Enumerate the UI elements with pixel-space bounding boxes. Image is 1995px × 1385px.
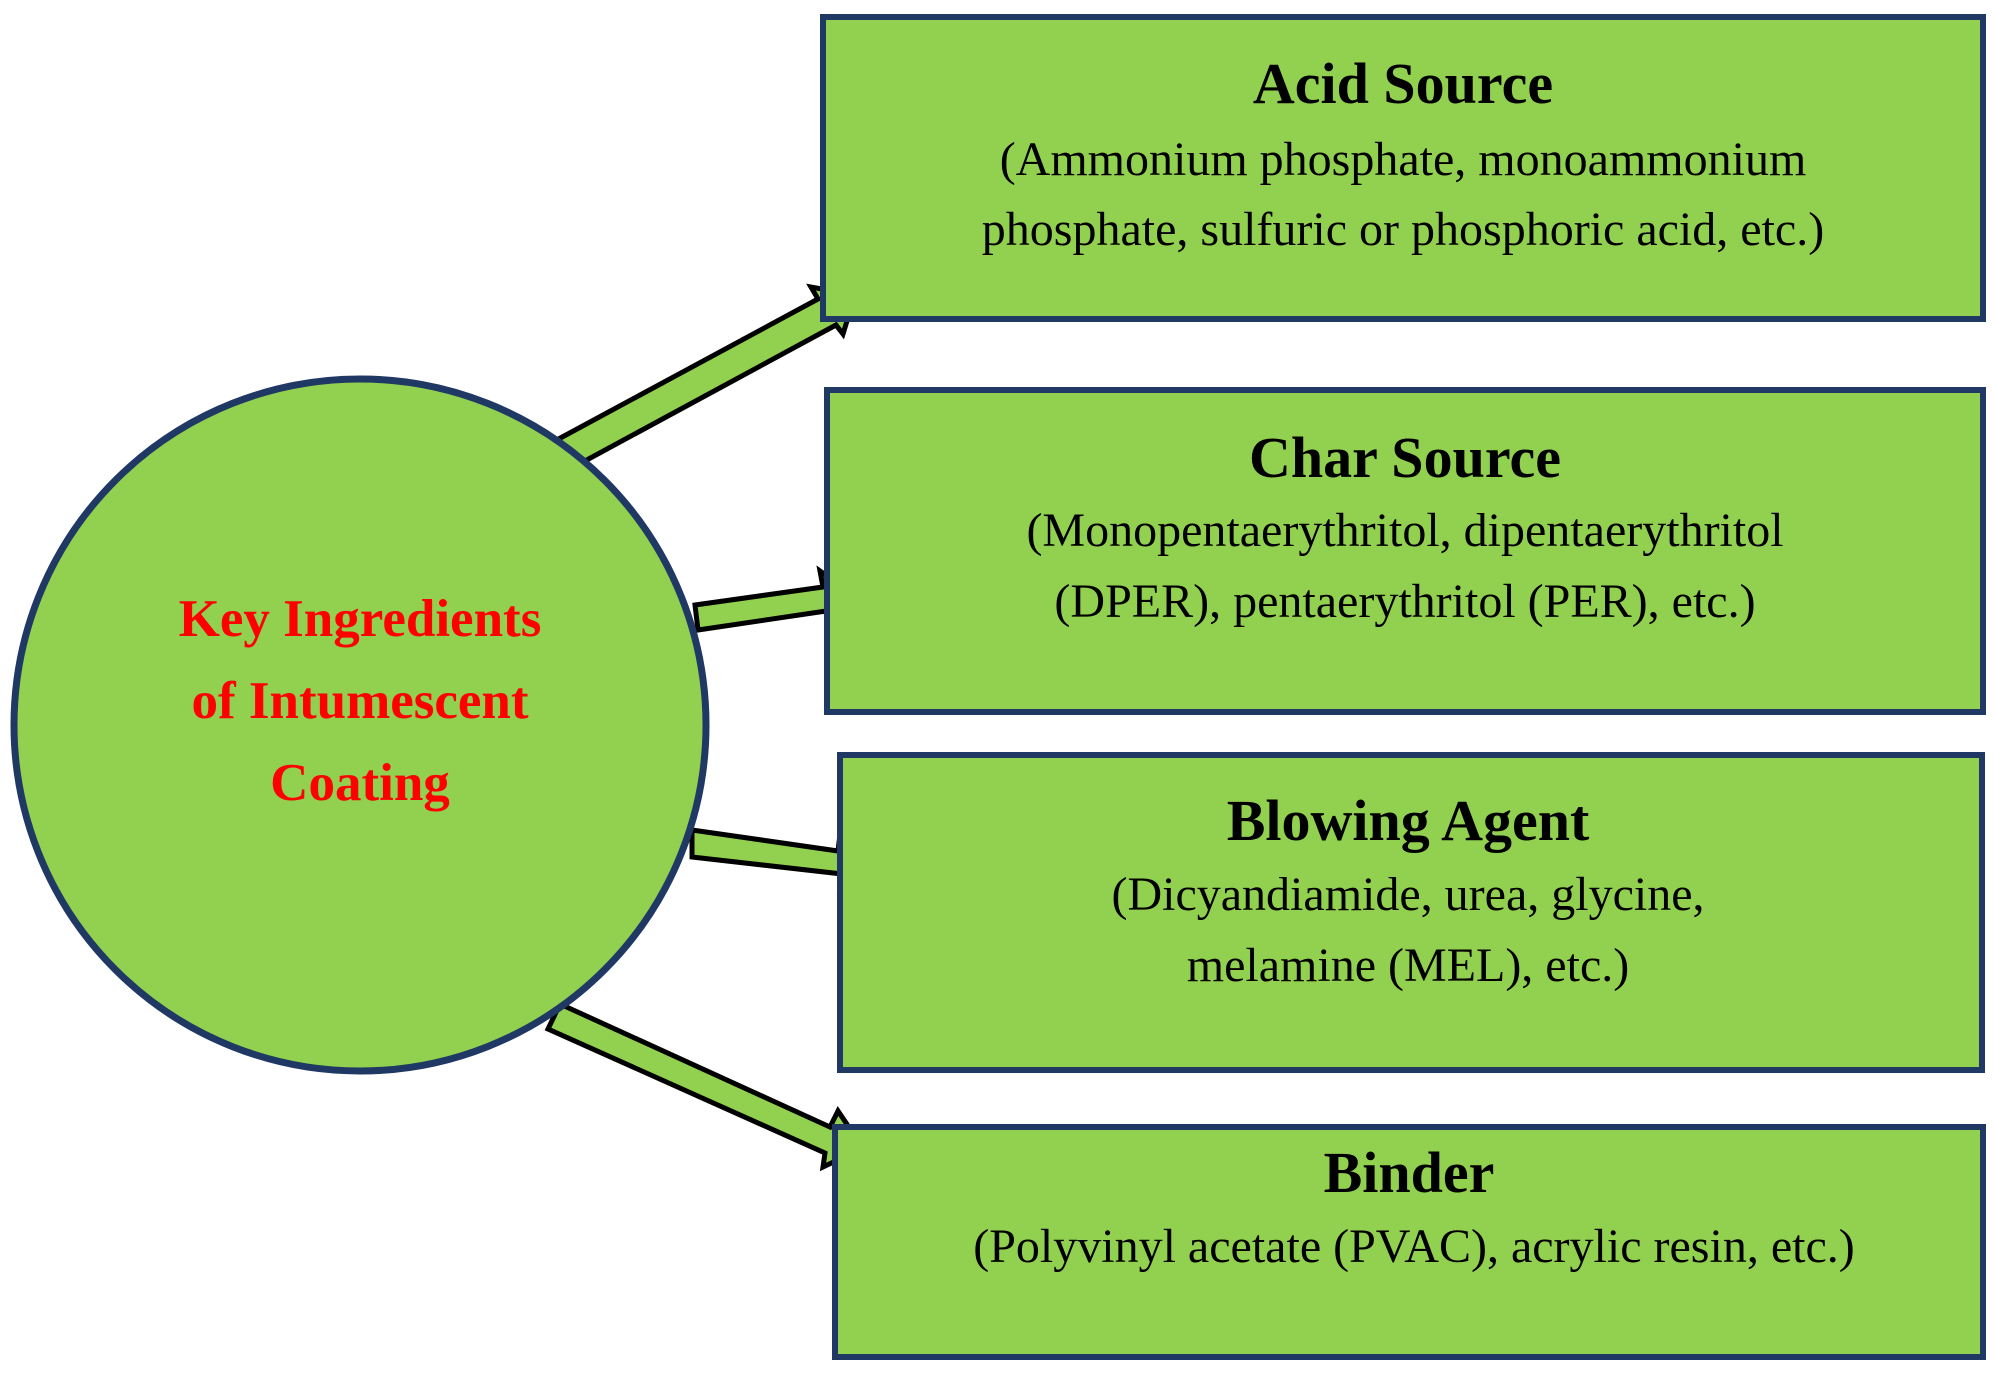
hub-circle: [10, 375, 710, 1075]
component-acid-source: Acid Source (Ammonium phosphate, monoamm…: [820, 14, 1986, 322]
arrow-to-acid-source: [549, 283, 859, 472]
component-description-line-1: (Ammonium phosphate, monoammonium: [1000, 133, 1807, 186]
hub-label-line-1: Key Ingredients: [179, 590, 542, 648]
component-title: Binder: [1324, 1140, 1495, 1205]
component-description-line-1: (Polyvinyl acetate (PVAC), acrylic resin…: [973, 1220, 1855, 1273]
component-box: [832, 1124, 1986, 1360]
component-description-line-1: (Monopentaerythritol, dipentaerythritol: [1026, 504, 1783, 557]
component-title: Char Source: [1249, 425, 1561, 490]
arrow-to-binder: [544, 1000, 867, 1172]
component-description-line-2: phosphate, sulfuric or phosphoric acid, …: [982, 203, 1824, 256]
component-box: [837, 752, 1985, 1073]
hub-node: Key Ingredients of Intumescent Coating: [10, 375, 710, 1075]
component-box: [824, 387, 1986, 715]
component-description-line-1: (Dicyandiamide, urea, glycine,: [1111, 868, 1704, 921]
connector-arrows: [544, 283, 877, 1172]
hub-label-line-3: Coating: [270, 754, 450, 812]
component-description-line-2: melamine (MEL), etc.): [1187, 939, 1629, 992]
component-title: Acid Source: [1253, 51, 1553, 116]
hub-label-line-2: of Intumescent: [191, 672, 528, 730]
component-title: Blowing Agent: [1227, 788, 1590, 853]
component-char-source: Char Source (Monopentaerythritol, dipent…: [824, 387, 1986, 715]
component-box: [820, 14, 1986, 322]
component-blowing-agent: Blowing Agent (Dicyandiamide, urea, glyc…: [837, 752, 1985, 1073]
component-description-line-2: (DPER), pentaerythritol (PER), etc.): [1054, 575, 1755, 628]
component-binder: Binder (Polyvinyl acetate (PVAC), acryli…: [832, 1124, 1986, 1360]
